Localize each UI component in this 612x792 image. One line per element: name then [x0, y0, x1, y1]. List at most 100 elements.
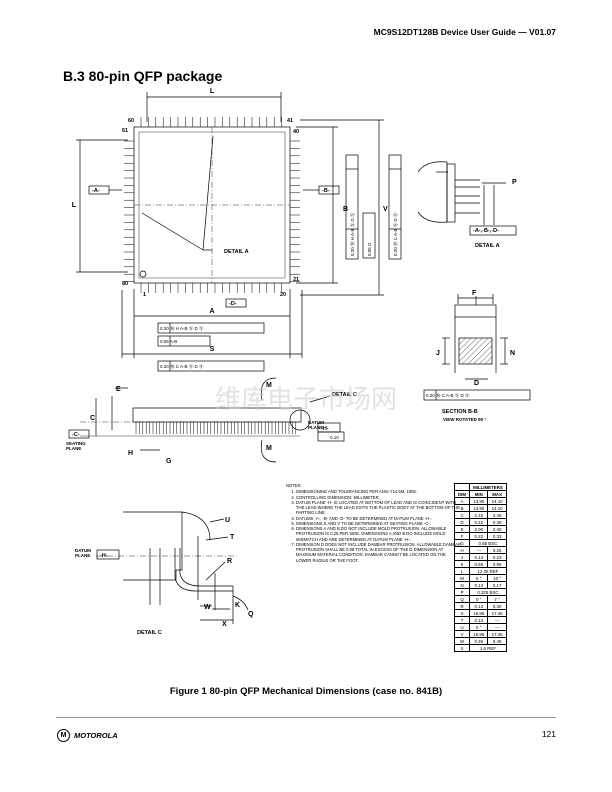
col-max: MAX [487, 490, 507, 498]
table-cell: 2.00 [469, 525, 489, 533]
brand-name: MOTOROLA [74, 731, 118, 740]
table-cell: 2.45 [487, 511, 507, 519]
table-cell: --- [469, 546, 489, 554]
section-title: B.3 80-pin QFP package [63, 68, 223, 84]
table-cell: 0.23 [487, 553, 507, 561]
table-cell: 0.30 [487, 602, 507, 610]
table-cell: R [453, 602, 471, 610]
note-item: DIMENSIONS A AND B DO NOT INCLUDE MOLD P… [296, 526, 461, 542]
pin-label-41: 41 [287, 118, 293, 124]
table-cell: 7 ° [487, 595, 507, 603]
table-cell: 14.10 [487, 504, 507, 512]
footer-rule [56, 717, 556, 718]
table-cell: 0.13 [469, 553, 489, 561]
table-cell: 0.35 [469, 637, 489, 645]
dim-label-M-bottom: M [266, 445, 272, 452]
pin-label-60: 60 [128, 118, 134, 124]
fcf-position-2: 0.20 Ⓜ C A-B Ⓢ D Ⓢ [160, 363, 204, 370]
dim-label-R: R [227, 558, 232, 565]
dim-label-K: K [235, 602, 240, 609]
datum-plane-label-2: PLANE [308, 425, 323, 430]
table-cell: 1.6 REF [469, 644, 507, 652]
table-cell: 0.25 [487, 546, 507, 554]
table-cell: E [453, 525, 471, 533]
fcf-vertical-2: 0.05 D [367, 242, 372, 256]
dim-label-T: T [230, 534, 235, 541]
table-cell: 16.95 [469, 630, 489, 638]
dim-label-B: B [343, 206, 348, 213]
dim-label-C: C [90, 415, 95, 422]
table-cell: C [453, 511, 471, 519]
table-cell: 13.90 [469, 497, 489, 505]
detail-a-title: DETAIL A [475, 243, 500, 249]
datum-D: -D- [229, 301, 237, 307]
table-cell: 0.65 BSC [469, 539, 507, 547]
dim-label-P: P [512, 179, 517, 186]
pin-label-1: 1 [143, 292, 146, 298]
table-cell: D [453, 518, 471, 526]
abd-datum-ref: -A-,-B-,-D- [473, 228, 499, 234]
fcf-vertical-1: 0.20 Ⓜ H A-B Ⓢ D Ⓢ [349, 212, 356, 256]
table-cell: 13.90 [469, 504, 489, 512]
fcf-position-1: 0.20 Ⓜ H A-B Ⓢ D Ⓢ [160, 325, 204, 332]
table-cell: 0.13 [469, 581, 489, 589]
table-cell: 17.45 [487, 609, 507, 617]
datum-H-side: -H- [321, 426, 329, 432]
note-item: DIMENSION D DOES NOT INCLUDE DAMBAR PROT… [296, 542, 461, 563]
pin-label-61: 61 [122, 128, 128, 134]
dim-label-A: A [209, 308, 214, 315]
table-cell: 5 ° [469, 574, 489, 582]
figure-caption: Figure 1 80-pin QFP Mechanical Dimension… [169, 686, 443, 697]
table-cell: N [453, 581, 471, 589]
note-item: DIMENSIONING AND TOLERANCING PER ANSI Y1… [296, 489, 461, 494]
table-cell: L [453, 567, 471, 575]
table-cell: 17.45 [487, 630, 507, 638]
fcf-section: 0.20 Ⓜ C A-B Ⓢ D Ⓢ [426, 392, 470, 399]
table-cell: 0.65 [469, 560, 489, 568]
table-cell: 0 ° [469, 595, 489, 603]
col-min: MIN [469, 490, 489, 498]
table-cell: U [453, 623, 471, 631]
table-cell: 14.10 [487, 497, 507, 505]
table-cell: S [453, 609, 471, 617]
dim-label-F: F [472, 290, 477, 297]
detail-c-callout: DETAIL C [332, 392, 357, 398]
table-cell: 12.35 REF [469, 567, 507, 575]
pin-label-40: 40 [293, 129, 299, 135]
dim-label-D: D [474, 380, 479, 387]
notes-block: NOTES: DIMENSIONING AND TOLERANCING PER … [286, 483, 461, 563]
detail-datum-plane: DATUM [75, 548, 91, 553]
table-cell: 2.40 [487, 525, 507, 533]
notes-title: NOTES: [286, 483, 302, 488]
datum-plane-label: DATUM [308, 420, 324, 425]
table-cell: --- [487, 623, 507, 631]
table-cell: Q [453, 595, 471, 603]
table-row: H---0.25 [453, 546, 507, 554]
motorola-logo-icon: M [57, 729, 70, 742]
table-cell: 0.45 [487, 637, 507, 645]
dim-label-L-left: L [72, 202, 77, 209]
dim-label-Q: Q [248, 611, 254, 618]
note-item: DIMENSIONS S AND V TO BE DETERMINED AT S… [296, 521, 461, 526]
table-cell: 0.22 [469, 518, 489, 526]
dim-label-N: N [510, 350, 515, 357]
view-rotated-label: VIEW ROTATED 90 ° [443, 417, 486, 422]
table-cell: T [453, 616, 471, 624]
datum-C: -C- [72, 432, 80, 438]
table-cell: 0.13 [469, 602, 489, 610]
table-cell: 0.33 [487, 532, 507, 540]
col-dim: DIM [453, 490, 471, 498]
pin-label-21: 21 [293, 277, 299, 283]
notes-list: DIMENSIONING AND TOLERANCING PER ANSI Y1… [286, 489, 461, 563]
fcf-vertical-3: 0.20 Ⓜ C A-B Ⓢ D Ⓢ [392, 212, 399, 256]
